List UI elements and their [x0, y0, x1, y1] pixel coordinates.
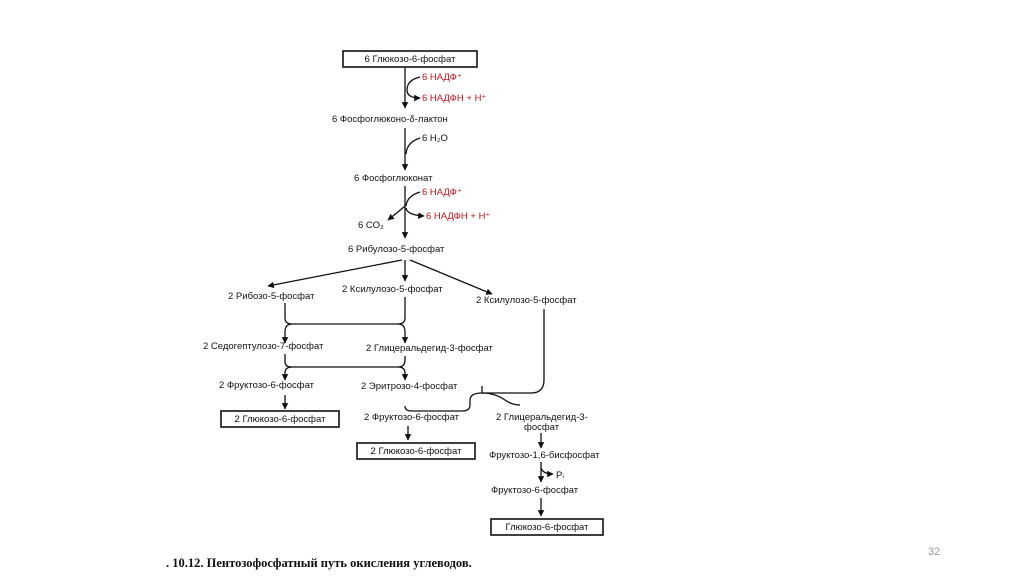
label-water: 6 Н₂О: [422, 133, 448, 144]
line-xylulose-right-down: [482, 309, 545, 394]
label-glucose-6-phosphate-top: 6 Глюкозо-6-фосфат: [365, 54, 457, 65]
arrow-co2-out: [387, 205, 406, 221]
label-fructose-6-phosphate-right: Фруктозо-6-фосфат: [491, 485, 579, 496]
label-fructose-6-phosphate-left: 2 Фруктозо-6-фосфат: [219, 380, 315, 391]
label-phosphogluconolactone: 6 Фосфоглюконо-δ-лактон: [332, 114, 448, 125]
label-ribose-5-phosphate: 2 Рибозо-5-фосфат: [228, 291, 315, 302]
label-nadp-1: 6 НАДФ⁺: [422, 72, 462, 83]
label-xylulose-5-phosphate-right: 2 Ксилулозо-5-фосфат: [476, 295, 577, 306]
label-nadph-2: 6 НАДФН + Н⁺: [426, 211, 490, 222]
box-glucose-6-phosphate-right: [490, 518, 604, 536]
arrow-to-fructose-left: [281, 366, 293, 381]
label-xylulose-5-phosphate-left: 2 Ксилулозо-5-фосфат: [342, 284, 443, 295]
label-sedoheptulose-7-phosphate: 2 Седогептулозо-7-фосфат: [203, 341, 324, 352]
arrow-nadph-out-2: [405, 207, 425, 219]
label-fructose-1-6-bisphosphate: Фруктозо-1,6-бисфосфат: [489, 450, 600, 461]
box-glucose-6-phosphate-top: [342, 50, 478, 68]
label-ribulose-5-phosphate: 6 Рибулозо-5-фосфат: [348, 244, 445, 255]
merge-transketolase-1: [284, 297, 406, 325]
merge-transaldolase: [284, 354, 406, 368]
arrow-to-ribose: [267, 259, 403, 289]
arrow-to-glyceraldehyde-1: [397, 323, 409, 344]
box-glucose-6-phosphate-mid: [356, 442, 476, 460]
arrow-nadp-reduction-1: [406, 76, 421, 102]
figure-caption: . 10.12. Пентозофосфатный путь окисления…: [166, 556, 472, 570]
label-glyceraldehyde-3-phosphate-2-line1: 2 Глицеральдегид-3-: [496, 412, 588, 423]
label-nadp-2: 6 НАДФ⁺: [422, 187, 462, 198]
label-glucose-6-phosphate-right: Глюкозо-6-фосфат: [506, 522, 590, 533]
arrow-water-in: [405, 137, 421, 155]
arrow-to-erythrose: [397, 366, 409, 381]
label-co2: 6 СО₂: [358, 220, 384, 231]
label-nadph-1: 6 НАДФН + Н⁺: [422, 93, 486, 104]
label-erythrose-4-phosphate: 2 Эритрозо-4-фосфат: [361, 381, 458, 392]
label-fructose-6-phosphate-mid: 2 Фруктозо-6-фосфат: [364, 412, 460, 423]
page-number: 32: [928, 546, 941, 558]
merge-transketolase-2-left: [404, 392, 483, 412]
merge-transketolase-2-right: [481, 392, 521, 406]
box-glucose-6-phosphate-left: [220, 410, 340, 428]
label-glucose-6-phosphate-left: 2 Глюкозо-6-фосфат: [235, 414, 327, 425]
arrow-phosphate-out: [540, 467, 554, 478]
arrow-to-sedoheptulose: [281, 323, 293, 344]
label-glyceraldehyde-3-phosphate-1: 2 Глицеральдегид-3-фосфат: [366, 343, 494, 354]
label-glucose-6-phosphate-mid: 2 Глюкозо-6-фосфат: [371, 446, 463, 457]
arrow-nadp-in-2: [405, 191, 421, 207]
arrow-to-xylulose-right: [409, 259, 493, 295]
label-glyceraldehyde-3-phosphate-2-line2: фосфат: [524, 422, 560, 433]
label-phosphate: Pᵢ: [556, 470, 564, 481]
label-phosphogluconate: 6 Фосфоглюконат: [354, 173, 433, 184]
